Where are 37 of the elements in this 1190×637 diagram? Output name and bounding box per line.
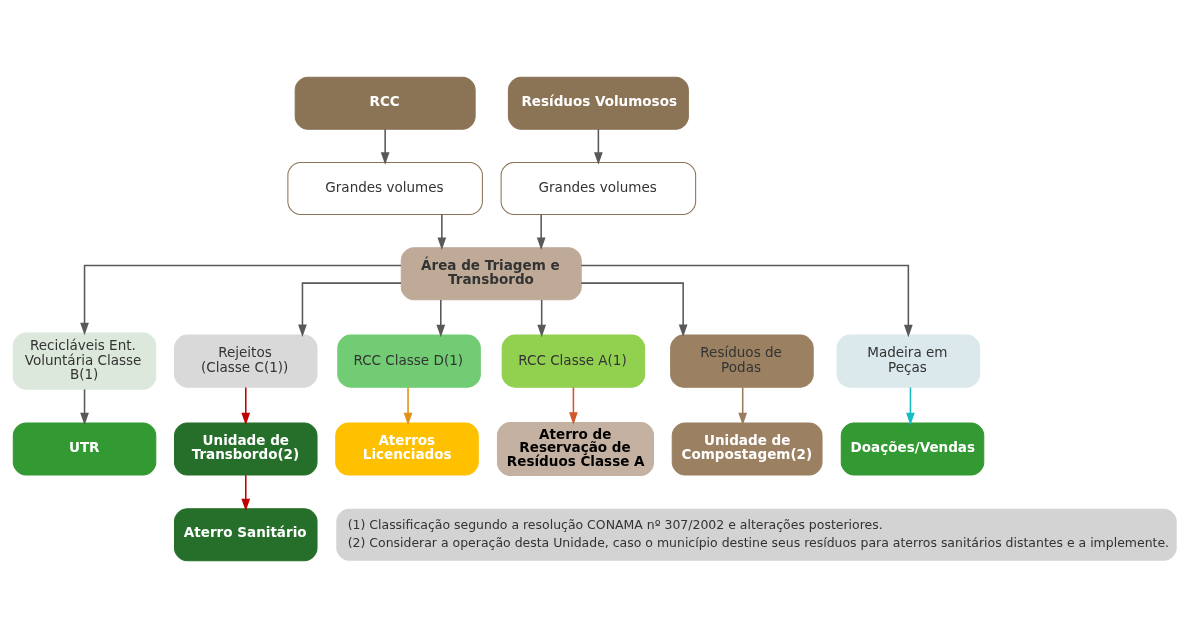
arrow — [241, 386, 251, 425]
label: (1) Classificação segundo a resolução CONAMA nº 307/2002 e alterações posteriores. — [347, 516, 883, 532]
arrow — [241, 473, 251, 511]
label: (2) Considerar a operação desta Unidade, caso o município destine seus resíduos para aterros sanitários distantes e a implemente. — [347, 534, 1170, 550]
arrow — [594, 127, 603, 165]
node-box: Aterro de Reservação de Resíduos Classe A — [496, 421, 655, 476]
arrow — [536, 213, 546, 250]
arrow — [298, 281, 402, 337]
node-box: RCC Classe A(1) — [501, 334, 646, 388]
arrow — [380, 127, 390, 165]
node-box: Rejeitos (Classe C(1)) — [174, 334, 318, 388]
arrow — [906, 386, 915, 425]
node-box: Unidade de Compostagem(2) — [671, 422, 823, 476]
node-box: Madeira em Peças — [836, 334, 981, 388]
node-box: Aterros Licenciados — [335, 422, 479, 476]
node-box: Aterro Sanitário — [174, 507, 318, 561]
node-box: Recicláveis Ent. Voluntária Classe B(1) — [12, 332, 157, 390]
arrow — [436, 298, 446, 337]
node-box: Resíduos de Podas — [670, 334, 814, 388]
arrow — [580, 264, 913, 337]
node-box: Área de Triagem e Transbordo — [400, 246, 582, 300]
node-box: Unidade de Transbordo(2) — [174, 422, 318, 476]
node-box: RCC — [294, 76, 476, 130]
node-box: Resíduos Volumosos — [507, 76, 689, 130]
node-box: Grandes volumes — [287, 161, 483, 215]
node-box: Grandes volumes — [500, 161, 697, 215]
node-box: UTR — [12, 422, 157, 476]
arrow — [738, 386, 748, 425]
node-box: Doações/Vendas — [840, 422, 985, 476]
arrow — [437, 213, 447, 250]
arrow — [580, 281, 688, 337]
arrow — [403, 386, 413, 425]
arrow — [80, 388, 89, 425]
arrow — [569, 386, 578, 425]
arrow — [537, 298, 547, 337]
node-box: RCC Classe D(1) — [337, 334, 481, 388]
arrow — [80, 264, 402, 335]
